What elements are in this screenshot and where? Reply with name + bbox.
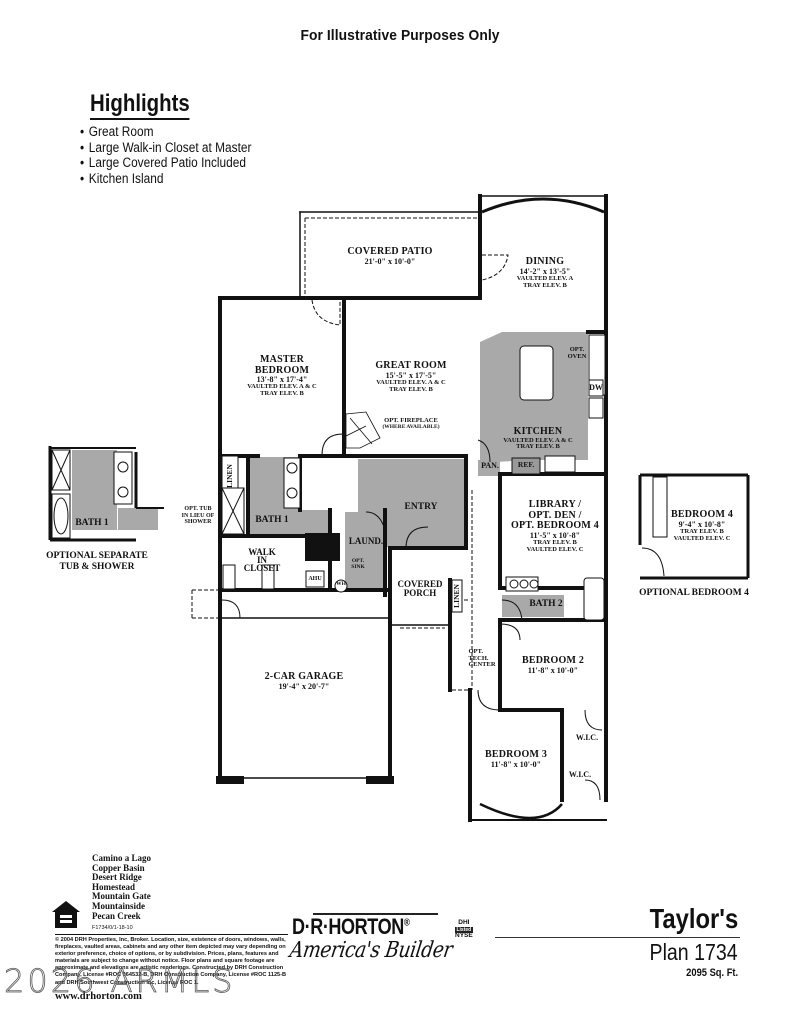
- legal-disclaimer: © 2004 DRH Properties, Inc, Broker. Loca…: [55, 937, 287, 986]
- pantry-label: PAN.: [481, 461, 499, 470]
- highlight-item: Kitchen Island: [80, 171, 251, 187]
- opt-fireplace-note: OPT. FIREPLACE (WHERE AVAILABLE): [382, 417, 440, 430]
- room-covered-patio: COVERED PATIO 21'-0" x 10'-0": [347, 246, 433, 266]
- room-bedroom3: BEDROOM 3 11'-8" x 10'-0": [484, 749, 548, 769]
- equal-housing-icon: [52, 901, 80, 928]
- opt-bedroom4-caption: OPTIONAL BEDROOM 4: [639, 588, 749, 598]
- opt-bedroom4: BEDROOM 4 9'-4" x 10'-8" TRAY ELEV. B VA…: [670, 509, 734, 542]
- highlight-item: Large Walk-in Closet at Master: [80, 140, 252, 156]
- ahu-label: AHU: [308, 576, 322, 582]
- highlight-item: Great Room: [80, 124, 251, 140]
- dishwasher-label: DW: [589, 383, 603, 392]
- plan-number: Plan 1734: [649, 939, 738, 965]
- room-great-room: GREAT ROOM 15'-5" x 17'-5" VAULTED ELEV.…: [375, 360, 447, 393]
- shaded-areas: [72, 332, 588, 617]
- brand-rule: [313, 913, 438, 915]
- opt-tub-note: OPT. TUB IN LIEU OF SHOWER: [181, 506, 215, 525]
- opt-bath1-label: BATH 1: [75, 518, 109, 528]
- highlights-list: Great Room Large Walk-in Closet at Maste…: [80, 124, 252, 187]
- room-library: LIBRARY / OPT. DEN / OPT. BEDROOM 4 11'-…: [511, 499, 599, 553]
- illustrative-note: For Illustrative Purposes Only: [300, 27, 500, 44]
- highlights-title: Highlights: [90, 90, 190, 120]
- room-bedroom2: BEDROOM 2 11'-8" x 10'-0": [521, 655, 585, 675]
- nyse-badge: DHI Listed NYSE: [455, 919, 473, 939]
- mls-watermark: 2026 ARMLS: [4, 962, 236, 1001]
- room-dining: DINING 14'-2" x 13'-5" VAULTED ELEV. A T…: [516, 256, 574, 289]
- room-covered-porch: COVERED PORCH: [397, 579, 443, 598]
- brand-logo: D·R·HORTON®: [292, 914, 410, 939]
- website-link[interactable]: www.drhorton.com: [55, 991, 142, 1002]
- wic-label-bedroom3: W.I.C.: [568, 770, 592, 779]
- room-entry: ENTRY: [404, 502, 438, 512]
- highlight-item: Large Covered Patio Included: [80, 155, 251, 171]
- room-master-bedroom: MASTER BEDROOM 13'-8" x 17'-4" VAULTED E…: [247, 354, 317, 398]
- brand-tagline: America's Builder: [288, 938, 454, 963]
- refrigerator-label: REF.: [517, 460, 535, 469]
- wic-label-bedroom2: W.I.C.: [575, 733, 599, 742]
- plan-code: F1734/0/1-18-10: [92, 925, 133, 931]
- room-bath1: BATH 1: [255, 515, 289, 525]
- legal-divider: [55, 934, 288, 935]
- opt-tech-center-note: OPT. TECH. CENTER: [468, 648, 496, 668]
- opt-sink-note: OPT. SINK: [351, 558, 365, 570]
- room-walk-in-closet: WALK IN CLOSET: [243, 547, 281, 573]
- room-garage: 2-CAR GARAGE 19'-4" x 20'-7": [264, 671, 344, 691]
- communities-list: Camino a Lago Copper Basin Desert Ridge …: [92, 853, 152, 921]
- linen-label-hall: LINEN: [452, 584, 462, 608]
- room-kitchen: KITCHEN VAULTED ELEV. A & C TRAY ELEV. B: [503, 426, 573, 451]
- room-laundry: LAUND.: [348, 536, 384, 546]
- opt-oven-label: OPT. OVEN: [567, 346, 587, 360]
- linen-label-master: LINEN: [225, 464, 235, 488]
- plan-square-footage: 2095 Sq. Ft.: [686, 967, 738, 979]
- plan-name: Taylor's: [649, 903, 738, 934]
- water-heater-label: WH: [336, 581, 346, 587]
- opt-separate-tub-caption: OPTIONAL SEPARATE TUB & SHOWER: [46, 551, 148, 572]
- title-rule: [495, 937, 740, 938]
- room-bath2: BATH 2: [529, 599, 563, 609]
